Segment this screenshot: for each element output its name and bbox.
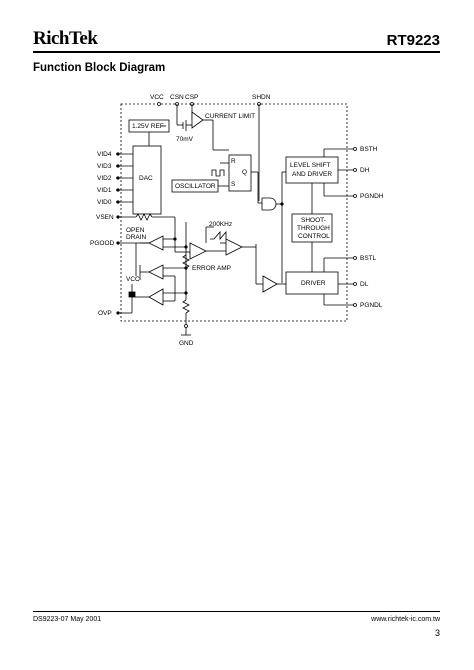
ic-boundary	[120, 103, 348, 322]
freq-label: 200KHz	[209, 221, 232, 228]
driver-buffer	[262, 275, 278, 293]
pin-gnd: GND	[179, 340, 194, 347]
drain-label: DRAIN	[126, 234, 147, 241]
ref-label: 1.25V REF	[132, 123, 164, 130]
company-logo: RichTek	[33, 28, 98, 49]
pwm-comparator	[225, 238, 243, 256]
pin-pgndh: PGNDH	[360, 193, 384, 200]
pgood-comparator-1	[148, 235, 164, 251]
footer-rule	[33, 611, 440, 612]
pin-dl: DL	[360, 281, 369, 288]
and-gate	[261, 197, 277, 211]
level-shift-2: AND DRIVER	[292, 171, 332, 178]
rs-flipflop	[228, 154, 252, 192]
pin-dh: DH	[360, 167, 370, 174]
header-rule	[33, 51, 440, 53]
current-limit-comparator	[191, 111, 204, 129]
pin-csn: CSN	[170, 94, 184, 101]
vcc-inner: VCC	[126, 276, 140, 283]
mv70-label: 70mV	[176, 136, 194, 143]
vsen-resistor	[135, 213, 153, 221]
shoot-2: THROUGH	[297, 225, 330, 232]
level-shift-block	[285, 156, 339, 184]
dac-block	[132, 145, 162, 215]
ff-r: R	[231, 158, 236, 165]
pin-vid0: VID0	[97, 199, 112, 206]
open-label: OPEN	[126, 227, 145, 234]
error-amp-label: ERROR AMP	[192, 265, 231, 272]
current-limit-label: CURRENT LIMIT	[205, 113, 255, 120]
ff-s: S	[231, 181, 236, 188]
error-amp	[189, 242, 207, 260]
level-shift-1: LEVEL SHIFT	[290, 162, 331, 169]
doc-number: DS9223-07 May 2001	[33, 616, 102, 623]
driver-block	[285, 271, 339, 295]
pin-vid1: VID1	[97, 187, 112, 194]
shoot-3: CONTROL	[298, 233, 330, 240]
part-number: RT9223	[386, 32, 440, 49]
driver-label: DRIVER	[301, 280, 326, 287]
ovp-comparator	[148, 288, 164, 306]
pin-pgndl: PGNDL	[360, 302, 383, 309]
pgood-comparator-2	[148, 264, 164, 280]
pin-vcc: VCC	[150, 94, 164, 101]
pin-shdn: SHDN	[252, 94, 271, 101]
pin-pgood: PGOOD	[90, 240, 115, 247]
pin-csp: CSP	[185, 94, 198, 101]
dac-label: DAC	[139, 175, 153, 182]
oscillator-label: OSCILLATOR	[175, 183, 216, 190]
website[interactable]: www.richtek-ic.com.tw	[371, 616, 440, 623]
pin-ovp: OVP	[98, 310, 112, 317]
pin-vid3: VID3	[97, 163, 112, 170]
ff-q: Q	[242, 169, 247, 176]
pin-vid4: VID4	[97, 151, 112, 158]
section-title: Function Block Diagram	[33, 62, 166, 74]
pin-bsth: BSTH	[360, 146, 378, 153]
pin-vsen: VSEN	[96, 214, 114, 221]
shoot-1: SHOOT-	[301, 217, 326, 224]
pin-bstl: BSTL	[360, 255, 377, 262]
page-number: 3	[434, 628, 440, 638]
pin-vid2: VID2	[97, 175, 112, 182]
